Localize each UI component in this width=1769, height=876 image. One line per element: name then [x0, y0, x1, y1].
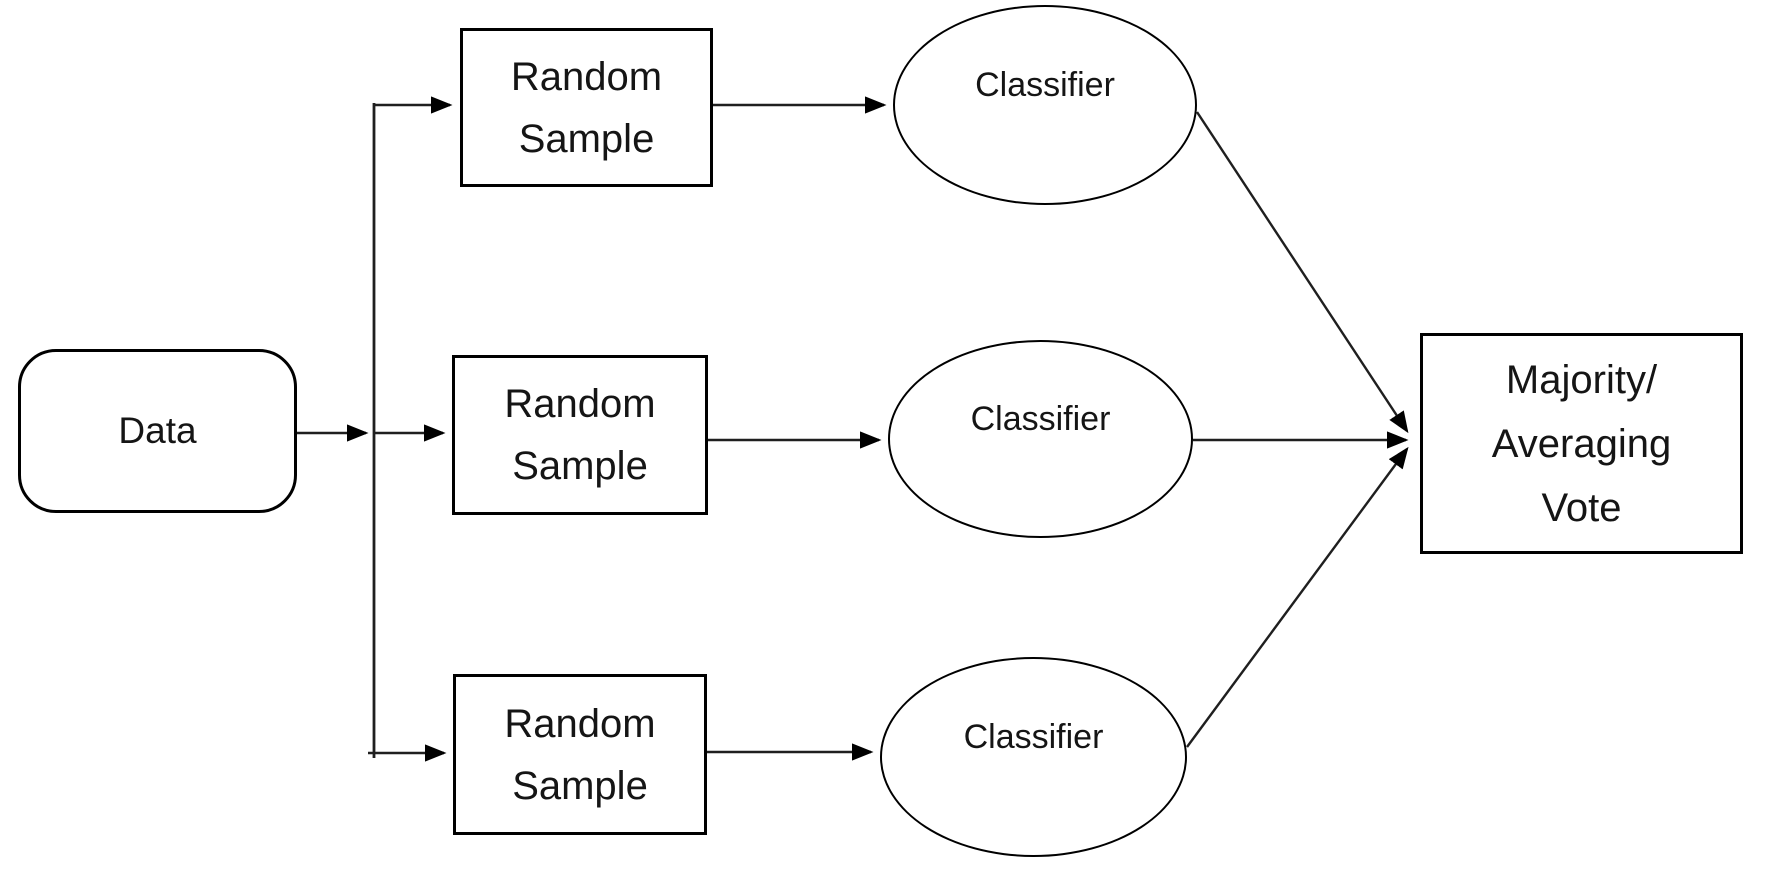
node-random-sample-2: Random Sample: [452, 355, 708, 515]
node-random-sample-1-label-line-1: Random: [510, 54, 663, 99]
node-classifier-1-label: Classifier: [975, 65, 1115, 104]
node-majority-vote: Majority/ Averaging Vote: [1420, 333, 1743, 554]
node-random-sample-2-label-line-2: Sample: [512, 444, 648, 488]
node-majority-vote-label-line-2: Averaging: [1491, 421, 1672, 466]
node-majority-vote-label-line-1: Majority/: [1505, 357, 1658, 402]
node-classifier-2-label: Classifier: [970, 399, 1111, 438]
node-classifier-3-label: Classifier: [963, 717, 1104, 756]
node-classifier-3: Classifier: [880, 657, 1187, 857]
node-random-sample-3-label-line-1: Random: [504, 701, 656, 746]
node-random-sample-1: Random Sample: [460, 28, 713, 187]
node-data: Data: [18, 349, 297, 513]
node-data-label: Data: [118, 410, 197, 452]
node-majority-vote-label-line-3: Vote: [1541, 485, 1622, 530]
node-random-sample-1-label-line-2: Sample: [518, 116, 655, 161]
connector-classifier-3-to-vote: [1186, 446, 1409, 748]
node-classifier-2: Classifier: [888, 340, 1193, 538]
node-random-sample-3: Random Sample: [453, 674, 707, 835]
connector-classifier-1-to-vote: [1195, 111, 1409, 434]
node-random-sample-3-label-line-2: Sample: [512, 763, 648, 808]
node-classifier-1: Classifier: [893, 5, 1197, 205]
node-random-sample-2-label-line-1: Random: [504, 382, 656, 426]
